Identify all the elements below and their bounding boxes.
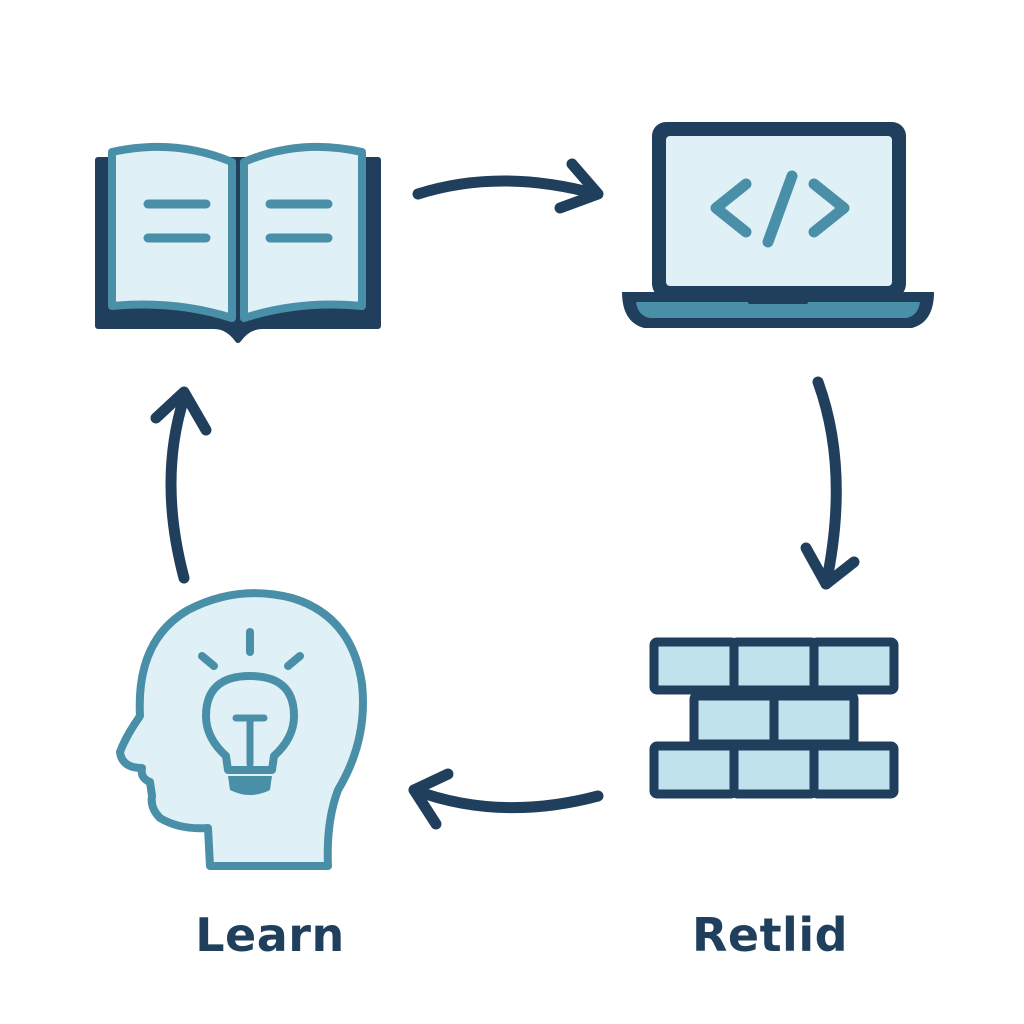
arrow-book-to-laptop — [412, 158, 604, 214]
open-book-icon — [95, 142, 381, 343]
head-lightbulb-icon — [116, 589, 367, 870]
arrow-laptop-to-wall — [800, 376, 860, 590]
brick-wall-icon — [649, 637, 899, 799]
learn-label: Learn — [195, 908, 345, 962]
laptop-code-icon — [622, 122, 934, 328]
arrow-wall-to-head — [408, 768, 604, 830]
build-label: Retlid — [691, 908, 849, 962]
arrow-head-to-book — [150, 386, 212, 584]
